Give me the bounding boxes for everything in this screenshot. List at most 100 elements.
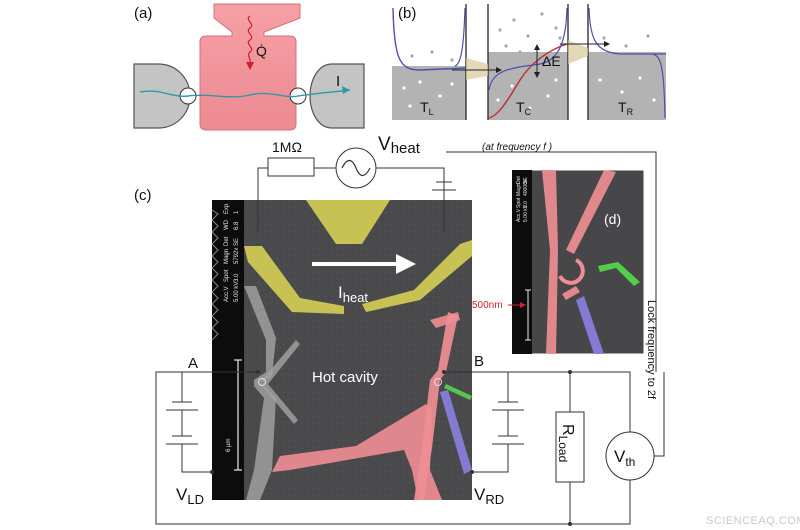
voltmeter bbox=[605, 431, 655, 481]
iheat-arrowhead bbox=[396, 254, 416, 274]
current-label: I bbox=[336, 73, 340, 90]
svg-text:VLD: VLD bbox=[176, 485, 204, 507]
databar-col-2: Magn bbox=[224, 249, 230, 264]
junction-rload-top bbox=[568, 370, 572, 374]
node-b-dot bbox=[442, 370, 446, 374]
iheat-sub: heat bbox=[343, 290, 369, 305]
inset-databar-val-1: 3.0 bbox=[523, 201, 529, 208]
t-left: T bbox=[420, 99, 429, 115]
dos-center bbox=[488, 7, 568, 91]
svg-text:Vth: Vth bbox=[614, 447, 635, 469]
heater-resistor bbox=[267, 157, 315, 177]
sem-databar-text: Acc.V Spot Magn Det WD Exp 5.00 kV 3.0 5… bbox=[224, 203, 240, 302]
vrd-label: V bbox=[474, 485, 486, 504]
rload-sub: Load bbox=[556, 436, 570, 463]
load-resistor bbox=[555, 411, 585, 483]
inset-pink-lead-diag bbox=[566, 170, 616, 254]
circuit-wires bbox=[155, 151, 665, 525]
node-a-label: A bbox=[188, 355, 198, 372]
panel-b: (b) bbox=[392, 4, 666, 120]
databar-col-0: Acc.V bbox=[224, 286, 230, 302]
heater-left-arm bbox=[244, 246, 344, 314]
svg-text:TC: TC bbox=[516, 99, 532, 117]
svg-text:VRD: VRD bbox=[474, 485, 504, 507]
vheat-sub: heat bbox=[391, 140, 421, 157]
svg-text:Iheat: Iheat bbox=[338, 283, 368, 305]
inset-databar-val-3: SE bbox=[523, 177, 529, 184]
inset-databar-col-1: Spot bbox=[516, 197, 522, 208]
electron-dots bbox=[402, 76, 656, 110]
left-junction-sem bbox=[258, 378, 266, 386]
panel-a-label: (a) bbox=[134, 5, 152, 22]
sem-databar-edge bbox=[211, 209, 219, 341]
inset-databar-val-2: 40000x bbox=[523, 179, 529, 196]
inset-pink-gate bbox=[562, 286, 580, 300]
rload-label: R bbox=[559, 424, 576, 436]
vld-sub: LD bbox=[187, 492, 204, 507]
dos-left-tail bbox=[454, 7, 466, 67]
inset-scale-pointer-head bbox=[520, 302, 526, 308]
battery-right-icon bbox=[492, 401, 524, 452]
vheat-label: V bbox=[378, 134, 391, 155]
t-right: T bbox=[618, 99, 627, 115]
inset-databar-col-2: Magn bbox=[516, 183, 522, 196]
battery-left-icon bbox=[166, 401, 198, 452]
databar-col-4: WD bbox=[224, 219, 230, 230]
databar-col-5: Exp bbox=[224, 203, 230, 214]
vheat-note: (at frequency f ) bbox=[482, 142, 552, 153]
panel-c: (c) Acc.V Spot Magn Det WD Exp 5.00 kV 3… bbox=[134, 134, 665, 526]
bottom-lead bbox=[272, 404, 442, 500]
databar-val-0: 5.00 kV bbox=[234, 282, 240, 302]
purple-probe bbox=[440, 390, 472, 474]
dos-left bbox=[392, 7, 467, 71]
right-electrode bbox=[309, 63, 365, 129]
iheat-label: I bbox=[338, 283, 343, 302]
fermi-center bbox=[488, 43, 568, 119]
hot-electron-dots bbox=[410, 12, 650, 62]
vth-sub: th bbox=[625, 455, 635, 469]
sem-scalebar-label: 6 µm bbox=[226, 439, 232, 452]
lock-label: Lock frequency to 2f bbox=[645, 300, 657, 400]
vld-label: V bbox=[176, 485, 188, 504]
right-junction-sem bbox=[434, 378, 442, 386]
ac-source-wave-icon bbox=[341, 159, 371, 177]
panel-c-label: (c) bbox=[134, 187, 152, 204]
t-left-sub: L bbox=[429, 107, 434, 117]
databar-val-5: 1 bbox=[234, 210, 240, 214]
inset-databar-col-3: Det bbox=[516, 176, 522, 184]
databar-col-3: Det bbox=[224, 236, 230, 246]
right-lead-top bbox=[430, 312, 460, 328]
databar-val-2: 5792x bbox=[234, 248, 240, 264]
delta-e-head-bottom bbox=[534, 72, 540, 78]
tunnel-arrowhead-right bbox=[604, 41, 610, 47]
ground-icon-top bbox=[432, 181, 456, 191]
node-rd-dot bbox=[470, 470, 474, 474]
svg-text:RLoad: RLoad bbox=[556, 424, 576, 462]
databar-val-3: SE bbox=[234, 238, 240, 246]
t-right-sub: R bbox=[627, 107, 634, 117]
inset-scale-label: 500nm bbox=[472, 300, 503, 311]
current-path bbox=[139, 89, 351, 98]
node-a-dot bbox=[256, 370, 260, 374]
databar-col-1: Spot bbox=[224, 269, 230, 282]
heater-right-arm bbox=[362, 240, 472, 312]
current-arrowhead bbox=[342, 86, 350, 94]
heater-top bbox=[306, 200, 390, 244]
node-b-label: B bbox=[474, 353, 484, 370]
watermark: SCIENCEAQ.COM bbox=[706, 515, 800, 527]
svg-text:TL: TL bbox=[420, 99, 434, 117]
node-ld-dot bbox=[210, 470, 214, 474]
databar-val-1: 3.0 bbox=[234, 273, 240, 282]
heat-label: Q̇ bbox=[256, 43, 267, 59]
inset-databar-col-0: Acc.V bbox=[516, 208, 522, 222]
t-center-sub: C bbox=[525, 107, 532, 117]
inset-pink-lead-left bbox=[542, 170, 558, 354]
delta-e-head-top bbox=[534, 44, 540, 50]
inset-green-probe bbox=[598, 262, 640, 286]
heat-arrowhead bbox=[246, 62, 254, 70]
inset-databar-text: Acc.V Spot Magn Det 5.00 kV 3.0 40000x S… bbox=[516, 176, 529, 222]
left-lead bbox=[244, 286, 276, 500]
tunnel-glow-left bbox=[466, 58, 488, 80]
svg-text:Vheat: Vheat bbox=[378, 134, 421, 157]
